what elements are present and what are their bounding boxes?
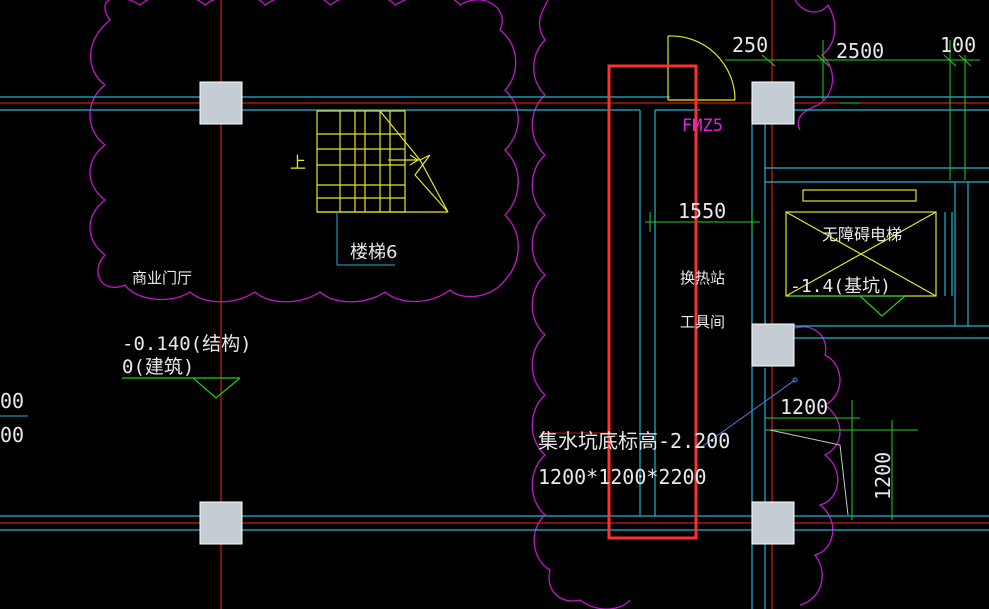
elev-struct-label: -0.140(结构) (122, 333, 252, 355)
highlight-box[interactable] (607, 64, 698, 540)
structural-columns (199, 81, 795, 545)
stair-name-label: 楼梯6 (350, 242, 397, 263)
column (751, 323, 795, 367)
left-num-1: 00 (0, 389, 24, 413)
dim-1550: 1550 (678, 199, 726, 223)
elev-arch-label: 0(建筑) (122, 356, 194, 378)
heat-station-label: 换热站 (680, 269, 725, 287)
elevator-label: 无障碍电梯 (822, 225, 902, 244)
tool-room-label: 工具间 (680, 313, 725, 331)
dimension-lines (645, 40, 980, 520)
column (751, 81, 795, 125)
dim-100: 100 (940, 33, 976, 57)
stair-6-symbol (316, 110, 449, 213)
door-swing (667, 35, 736, 101)
stair-up-label: 上 (290, 153, 306, 172)
sump-elev-label: 集水坑底标高-2.200 (538, 429, 730, 453)
door-tag-label: FMZ5 (682, 116, 723, 136)
dim-1200-h: 1200 (780, 395, 828, 419)
hall-label: 商业门厅 (132, 269, 192, 287)
sump-leader (699, 377, 798, 449)
elevation-marker (122, 377, 241, 399)
column (199, 81, 243, 125)
pit-elev-label: -1.4(基坑) (790, 276, 891, 297)
revision-cloud-middle (531, 0, 631, 609)
revision-cloud-left (89, 0, 519, 303)
sump-size-label: 1200*1200*2200 (538, 465, 707, 489)
stair-name-leader (336, 212, 395, 266)
dim-250: 250 (732, 33, 768, 57)
column (199, 501, 243, 545)
column (751, 501, 795, 545)
dim-1200-v: 1200 (871, 452, 895, 500)
dim-2500: 2500 (836, 39, 884, 63)
revision-cloud-right (789, 0, 841, 606)
pit-elevation-marker (790, 295, 906, 317)
sump-pit-outline (769, 429, 849, 516)
left-num-2: 00 (0, 423, 24, 447)
